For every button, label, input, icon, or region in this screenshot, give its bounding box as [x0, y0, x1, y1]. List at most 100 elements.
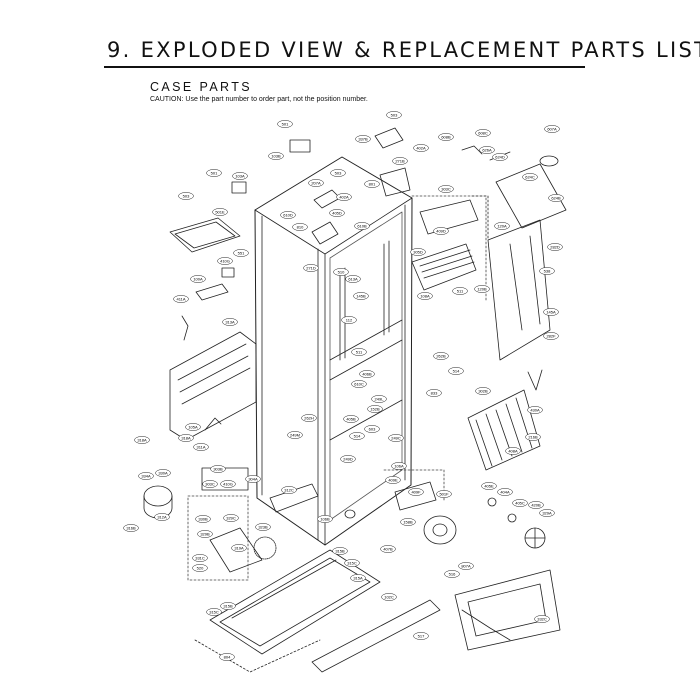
part-label-bubble: [202, 480, 218, 488]
part-label-bubble: [344, 559, 360, 567]
part-label-bubble: [220, 602, 236, 610]
part-label-262B: 262B: [433, 352, 449, 360]
part-label-bubble: [381, 593, 397, 601]
part-label-text: 103A: [235, 173, 245, 178]
part-label-807A: 807A: [458, 562, 474, 570]
part-label-text: 610B: [357, 223, 367, 228]
part-label-106A: 106A: [391, 462, 407, 470]
part-label-bubble: [475, 387, 491, 395]
part-label-bubble: [317, 515, 333, 523]
part-label-624C: 624C: [522, 173, 538, 181]
part-label-text: 311A: [196, 444, 205, 449]
part-label-501E: 501E: [212, 208, 228, 216]
part-label-bubble: [385, 476, 401, 484]
part-label-text: 249D: [343, 456, 353, 461]
part-label-text: 833: [431, 390, 438, 395]
part-label-bubble: [458, 562, 474, 570]
part-label-text: 409E: [388, 477, 398, 482]
part-label-text: 249C: [391, 435, 401, 440]
part-label-bubble: [220, 480, 236, 488]
part-label-text: 610C: [354, 381, 364, 386]
part-label-text: 303C: [441, 186, 451, 191]
part-label-610D: 610D: [280, 211, 296, 219]
part-label-text: 807A: [461, 563, 471, 568]
part-label-bubble: [481, 482, 497, 490]
part-label-text: 501E: [215, 209, 225, 214]
part-label-409E: 409E: [385, 476, 401, 484]
part-label-517: 517: [413, 632, 429, 640]
part-label-249C: 249C: [388, 434, 404, 442]
part-label-text: 313A: [225, 319, 235, 324]
part-label-520: 520: [192, 564, 208, 572]
part-label-text: 329A: [542, 510, 552, 515]
title-underline: [104, 66, 585, 68]
part-label-331C: 331C: [192, 554, 208, 562]
part-label-text: 510: [338, 269, 345, 274]
part-label-608C: 608C: [475, 129, 491, 137]
part-label-text: 249L: [375, 396, 385, 401]
part-label-bubble: [413, 632, 429, 640]
part-label-bubble: [154, 513, 170, 521]
part-label-bubble: [281, 486, 297, 494]
part-label-303C: 303C: [202, 480, 218, 488]
part-label-271B: 271B: [392, 157, 408, 165]
part-label-bubble: [400, 518, 416, 526]
part-label-text: 152B: [370, 406, 380, 411]
part-label-514: 514: [448, 367, 464, 375]
part-label-613A: 613A: [345, 275, 361, 283]
part-label-text: 331C: [195, 555, 205, 560]
part-label-108A: 108A: [417, 292, 433, 300]
part-label-503: 503: [386, 111, 402, 119]
part-label-329A: 329A: [539, 509, 555, 517]
part-label-106B: 106B: [317, 515, 333, 523]
part-label-158B: 158B: [400, 518, 416, 526]
part-label-430A: 430A: [527, 406, 543, 414]
part-label-text: 514: [453, 368, 460, 373]
part-label-312C: 312C: [281, 486, 297, 494]
part-label-bubble: [301, 414, 317, 422]
part-label-bubble: [333, 268, 349, 276]
part-label-411A: 411A: [173, 295, 189, 303]
part-label-text: 610D: [283, 212, 293, 217]
part-label-text: 408A: [508, 448, 518, 453]
part-label-bubble: [410, 248, 426, 256]
part-label-318A: 318A: [134, 436, 150, 444]
part-label-text: 318A: [181, 435, 191, 440]
part-label-bubble: [544, 125, 560, 133]
part-label-bubble: [232, 172, 248, 180]
part-label-bubble: [332, 547, 348, 555]
part-label-318A: 318A: [178, 434, 194, 442]
ice-duct-assembly: [461, 145, 567, 229]
part-label-text: 271B: [395, 158, 405, 163]
part-label-311A: 311A: [193, 443, 209, 451]
part-label-text: 409D: [436, 228, 446, 233]
part-label-102C: 102C: [381, 593, 397, 601]
part-label-bubble: [178, 434, 194, 442]
part-label-text: 315B: [223, 603, 233, 608]
part-label-bubble: [475, 129, 491, 137]
page-title: 9. EXPLODED VIEW & REPLACEMENT PARTS LIS…: [107, 38, 700, 62]
part-label-bubble: [351, 348, 367, 356]
part-label-503: 503: [330, 169, 346, 177]
part-label-bubble: [255, 523, 271, 531]
part-label-text: 334A: [141, 473, 151, 478]
part-label-511: 511: [452, 287, 468, 295]
part-label-text: 501: [211, 170, 218, 175]
section-heading: CASE PARTS: [150, 80, 253, 94]
part-label-text: 538: [544, 268, 551, 273]
part-label-315C: 315C: [206, 608, 222, 616]
part-label-text: 332C: [537, 616, 547, 621]
part-label-bubble: [190, 275, 206, 283]
part-label-bubble: [408, 488, 424, 496]
part-label-105A: 105A: [185, 423, 201, 431]
part-label-bubble: [364, 180, 380, 188]
part-label-501: 501: [206, 169, 222, 177]
part-label-337B: 337B: [355, 135, 371, 143]
part-label-text: 120B: [477, 286, 487, 291]
part-label-303C: 303C: [438, 185, 454, 193]
part-label-610B: 610B: [354, 222, 370, 230]
part-label-bubble: [528, 501, 544, 509]
part-label-bubble: [155, 469, 171, 477]
part-label-315A: 315A: [350, 574, 366, 582]
